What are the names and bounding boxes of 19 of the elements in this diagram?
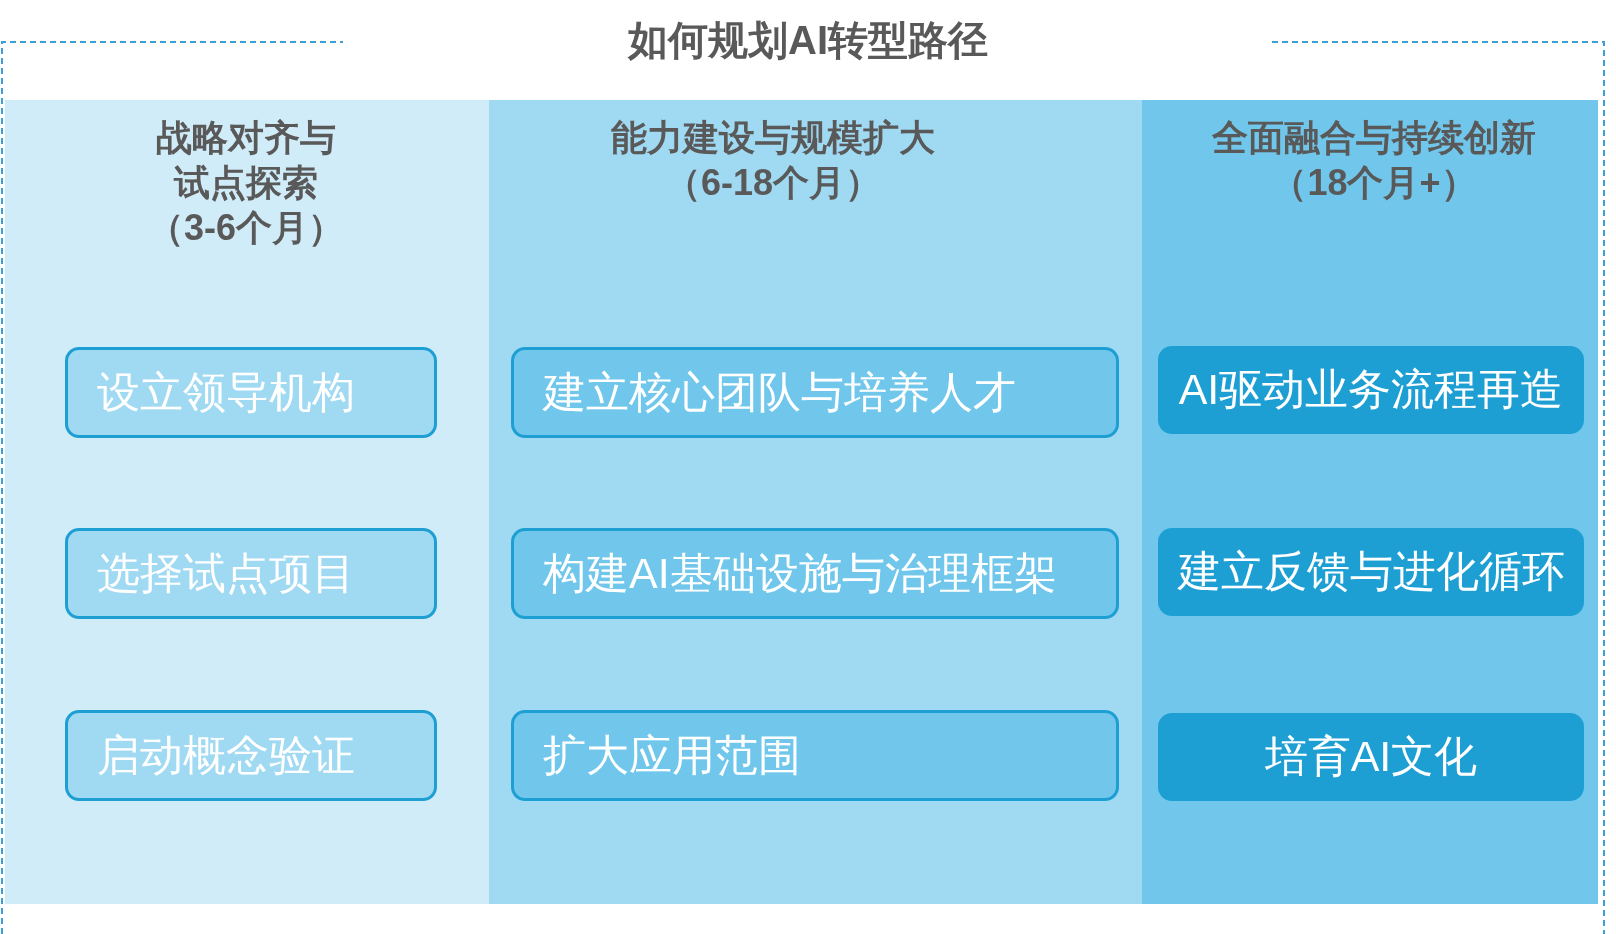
step-box: 选择试点项目 (65, 528, 437, 619)
duration-label: （18个月+） (1270, 161, 1478, 205)
phase-band (489, 100, 1142, 904)
phase-heading: 能力建设与规模扩大 (610, 116, 936, 160)
step-box: 设立领导机构 (65, 347, 437, 438)
phase-heading: 战略对齐与试点探索 (155, 116, 337, 205)
duration-label: （3-6个月） (147, 206, 345, 250)
duration-label: （6-18个月） (663, 161, 883, 205)
phase-band (5, 100, 489, 904)
step-box: AI驱动业务流程再造 (1158, 346, 1584, 434)
step-box: 培育AI文化 (1158, 713, 1584, 801)
step-box: 构建AI基础设施与治理框架 (511, 528, 1119, 619)
title: 如何规划AI转型路径 (628, 17, 988, 64)
step-box: 启动概念验证 (65, 710, 437, 801)
step-box: 建立核心团队与培养人才 (511, 347, 1119, 438)
step-box: 建立反馈与进化循环 (1158, 528, 1584, 616)
step-box: 扩大应用范围 (511, 710, 1119, 801)
phase-band (1142, 100, 1598, 904)
phase-heading: 全面融合与持续创新 (1211, 116, 1537, 160)
